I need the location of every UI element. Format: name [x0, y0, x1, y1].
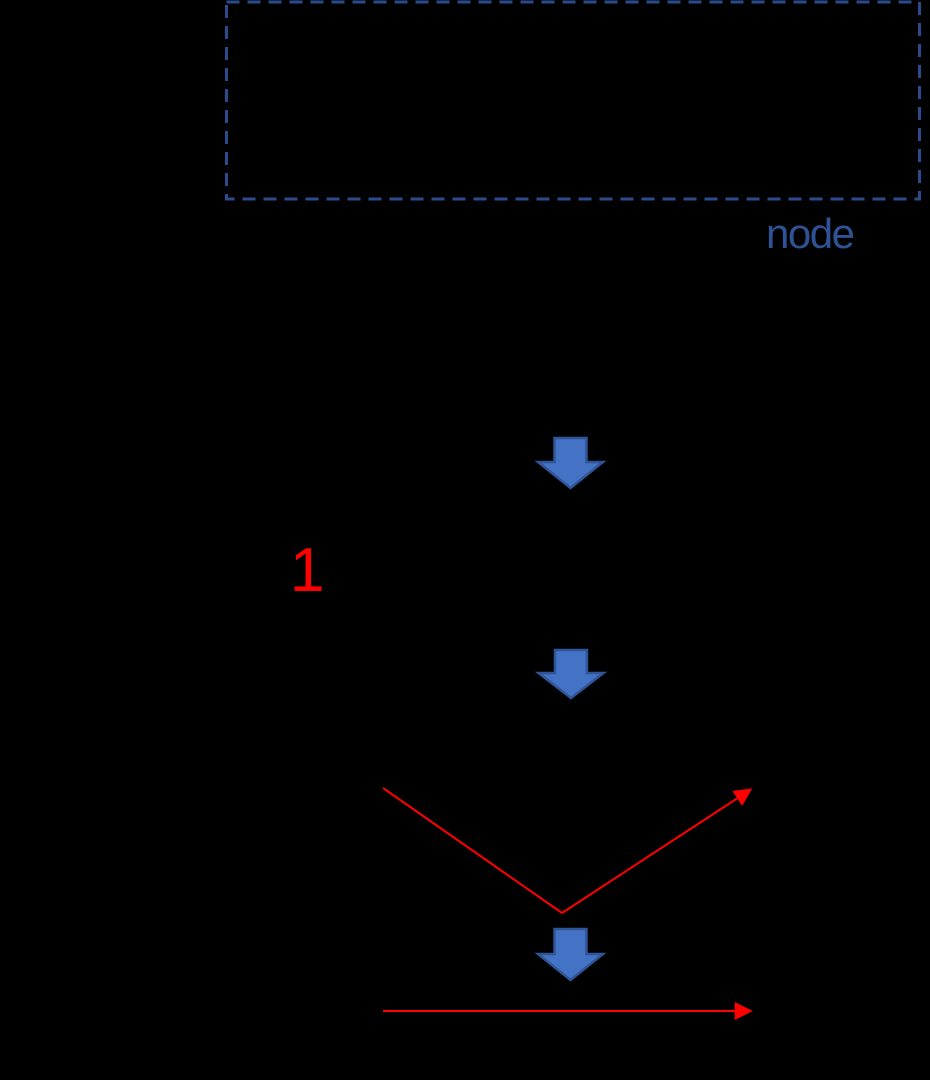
down-arrow-icon [534, 927, 607, 982]
node-label: node [766, 210, 855, 257]
down-arrow-icon [534, 436, 607, 490]
down-arrow-icon [534, 648, 608, 700]
red-v-arrow [382, 787, 753, 915]
node-dashed-outline [225, 0, 921, 201]
step-number-annotation: 1 [290, 536, 325, 605]
